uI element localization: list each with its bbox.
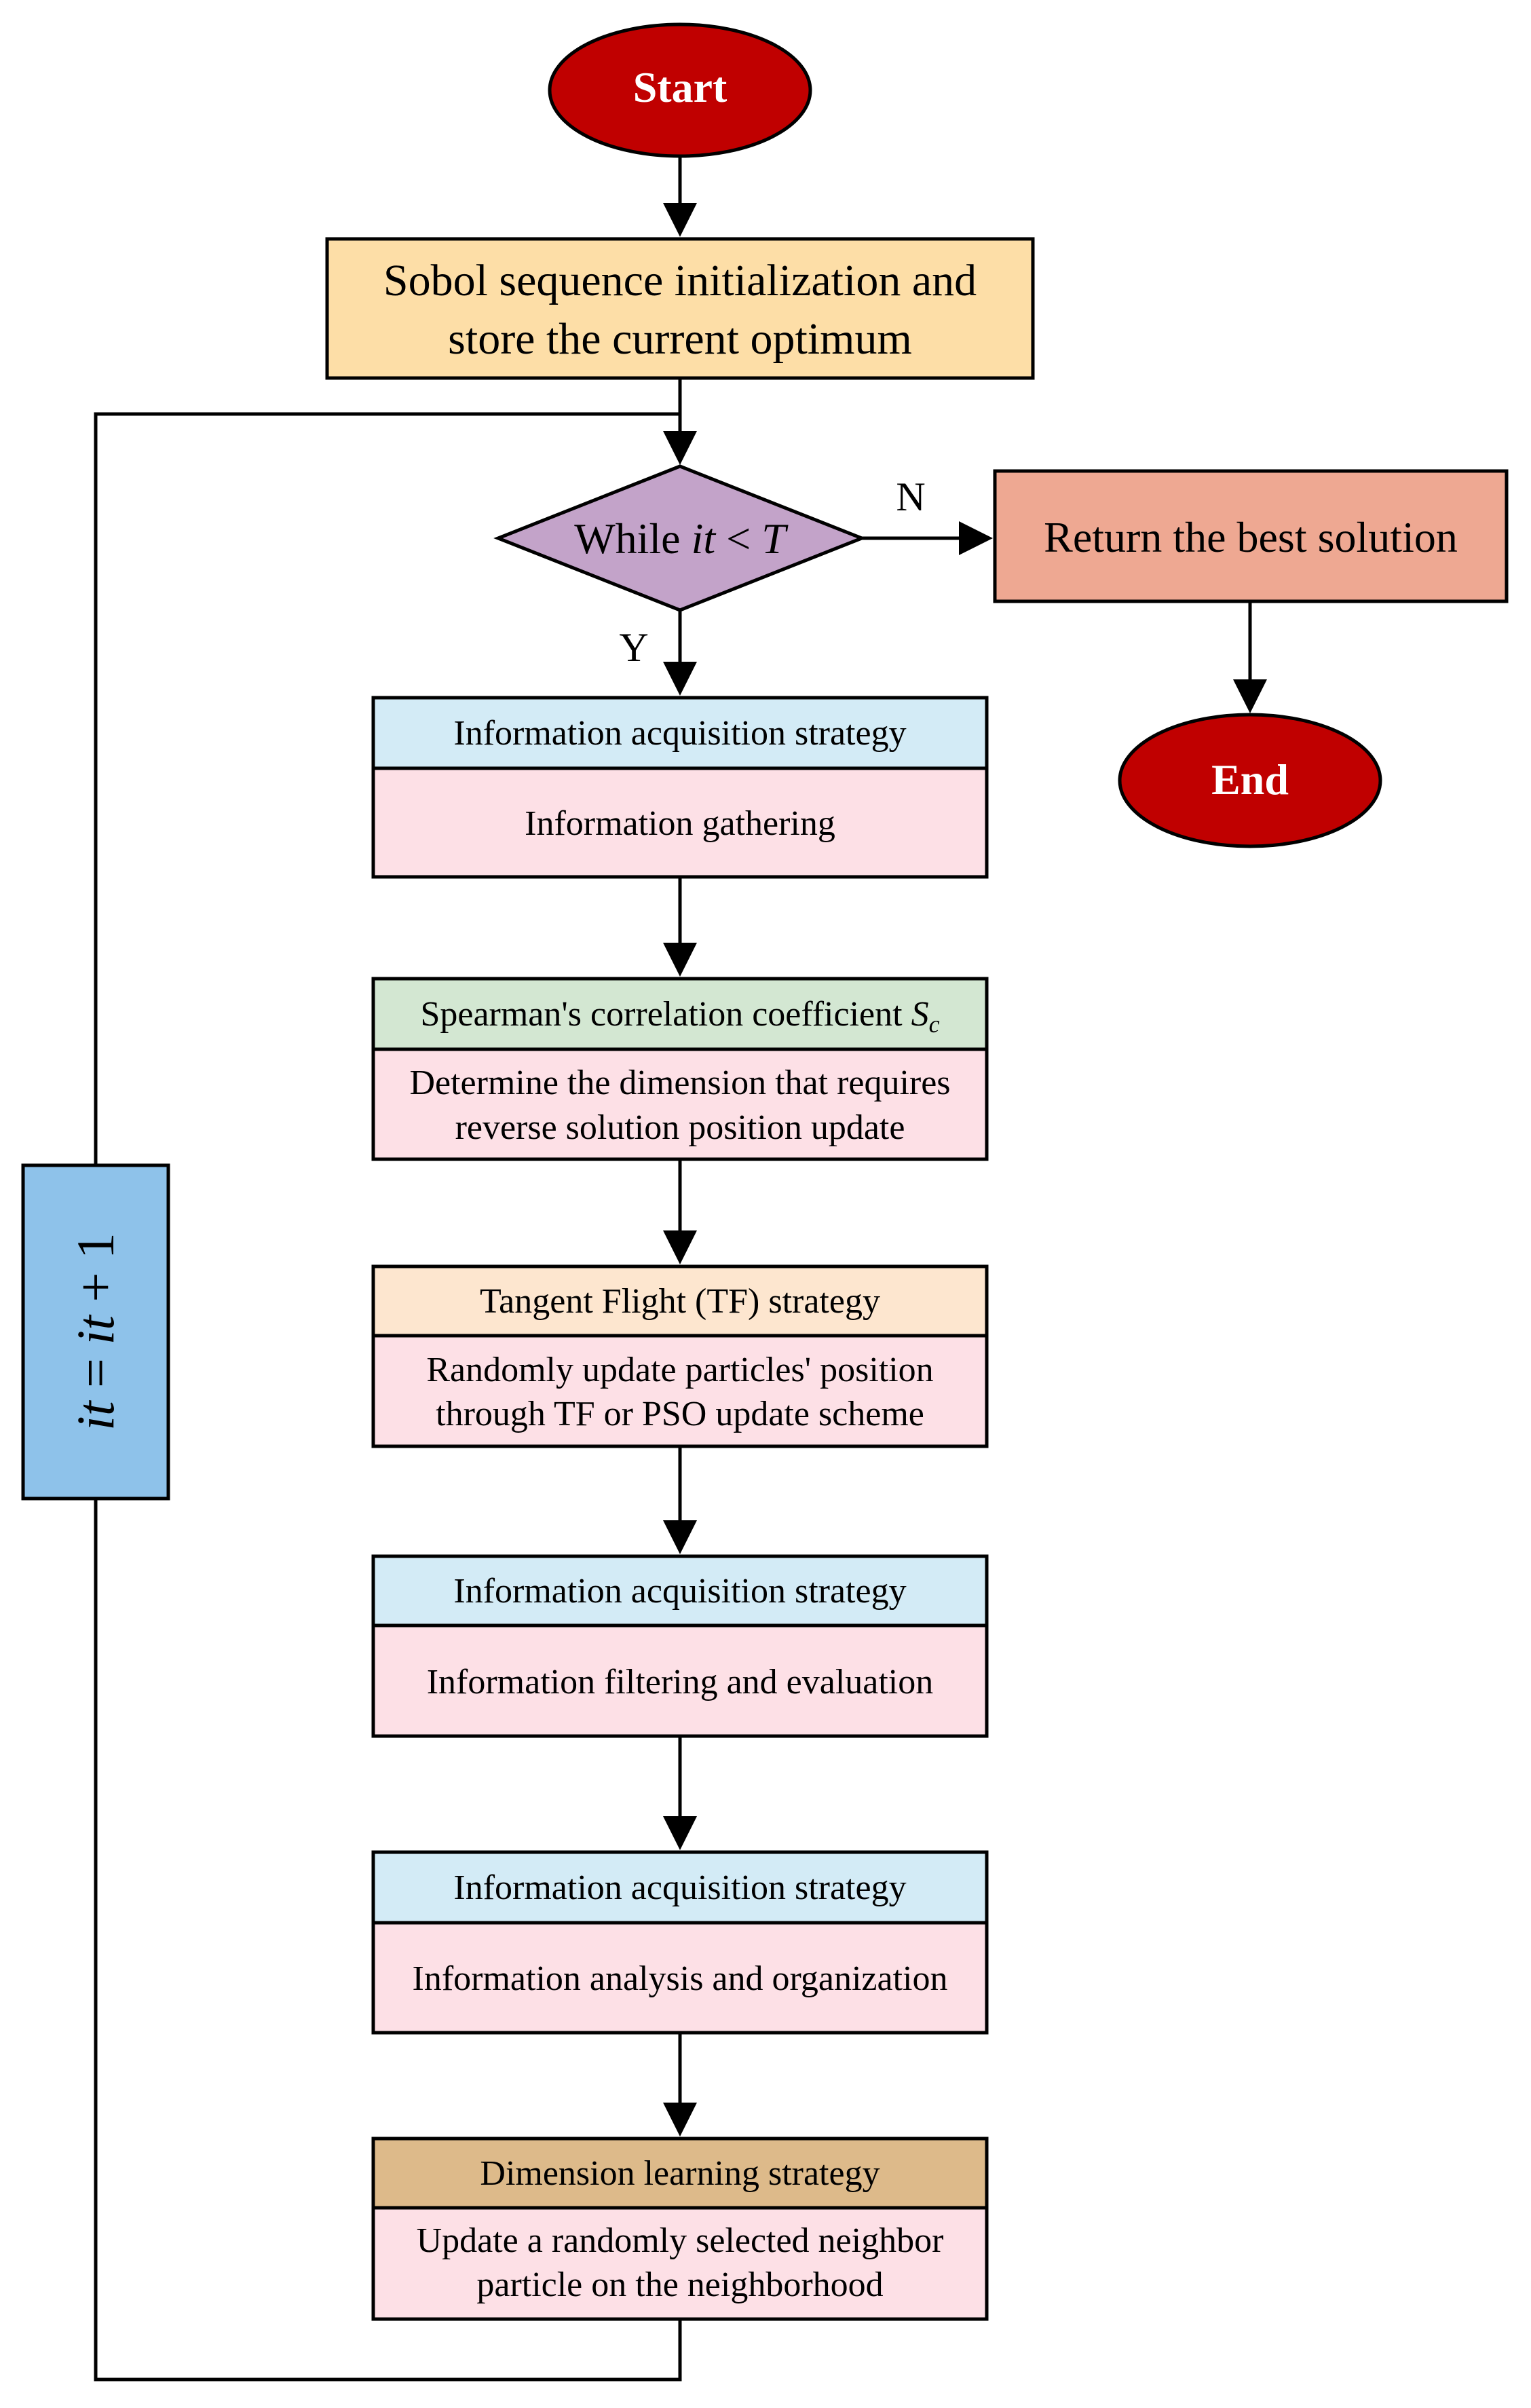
start-node: Start [548,22,812,158]
step-body-line: through TF or PSO update scheme [436,1395,924,1433]
step-dimension-learning: Dimension learning strategy Update a ran… [371,2137,989,2321]
step-body-line: Information gathering [525,804,835,843]
return-label: Return the best solution [1044,513,1458,561]
step-body-line: Information filtering and evaluation [427,1663,934,1701]
step-body-line: Information analysis and organization [413,1959,948,1998]
end-node: End [1118,713,1382,848]
step-header: Information acquisition strategy [453,714,906,753]
step-header: Dimension learning strategy [480,2154,880,2193]
step-header: Information acquisition strategy [453,1572,906,1611]
branch-yes-label: Y [619,625,648,670]
loop-counter-box: it = it + 1 [21,1163,170,1501]
step-body-line: Randomly update particles' position [426,1351,933,1389]
step-tangent-flight: Tangent Flight (TF) strategy Randomly up… [371,1264,989,1448]
step-body-line: Update a randomly selected neighbor [417,2221,944,2260]
step-header: Spearman's correlation coefficient Sc [420,995,939,1038]
step-information-filtering: Information acquisition strategy Informa… [371,1554,989,1738]
step-spearman-correlation: Spearman's correlation coefficient Sc De… [371,977,989,1161]
step-body-line: reverse solution position update [455,1108,905,1147]
step-body-line: Determine the dimension that requires [409,1064,950,1102]
init-line-2: store the current optimum [448,314,912,364]
step-header: Information acquisition strategy [453,1868,906,1907]
end-label: End [1211,755,1289,804]
loop-back-line-top [94,412,680,1165]
branch-no-label: N [896,474,925,519]
connectors [94,156,1267,2382]
step-information-gathering: Information acquisition strategy Informa… [371,696,989,879]
loop-counter-label: it = it + 1 [66,1233,125,1431]
return-box: Return the best solution [993,469,1509,603]
loop-back-line-bottom [94,1499,682,2382]
step-header: Tangent Flight (TF) strategy [480,1282,880,1321]
step-body-line: particle on the neighborhood [476,2265,883,2304]
start-label: Start [633,63,727,111]
init-box: Sobol sequence initialization and store … [325,237,1035,380]
decision-label: While it < T [574,514,789,563]
decision-node: While it < T [493,464,867,612]
init-line-1: Sobol sequence initialization and [383,256,977,305]
step-information-analysis: Information acquisition strategy Informa… [371,1850,989,2035]
